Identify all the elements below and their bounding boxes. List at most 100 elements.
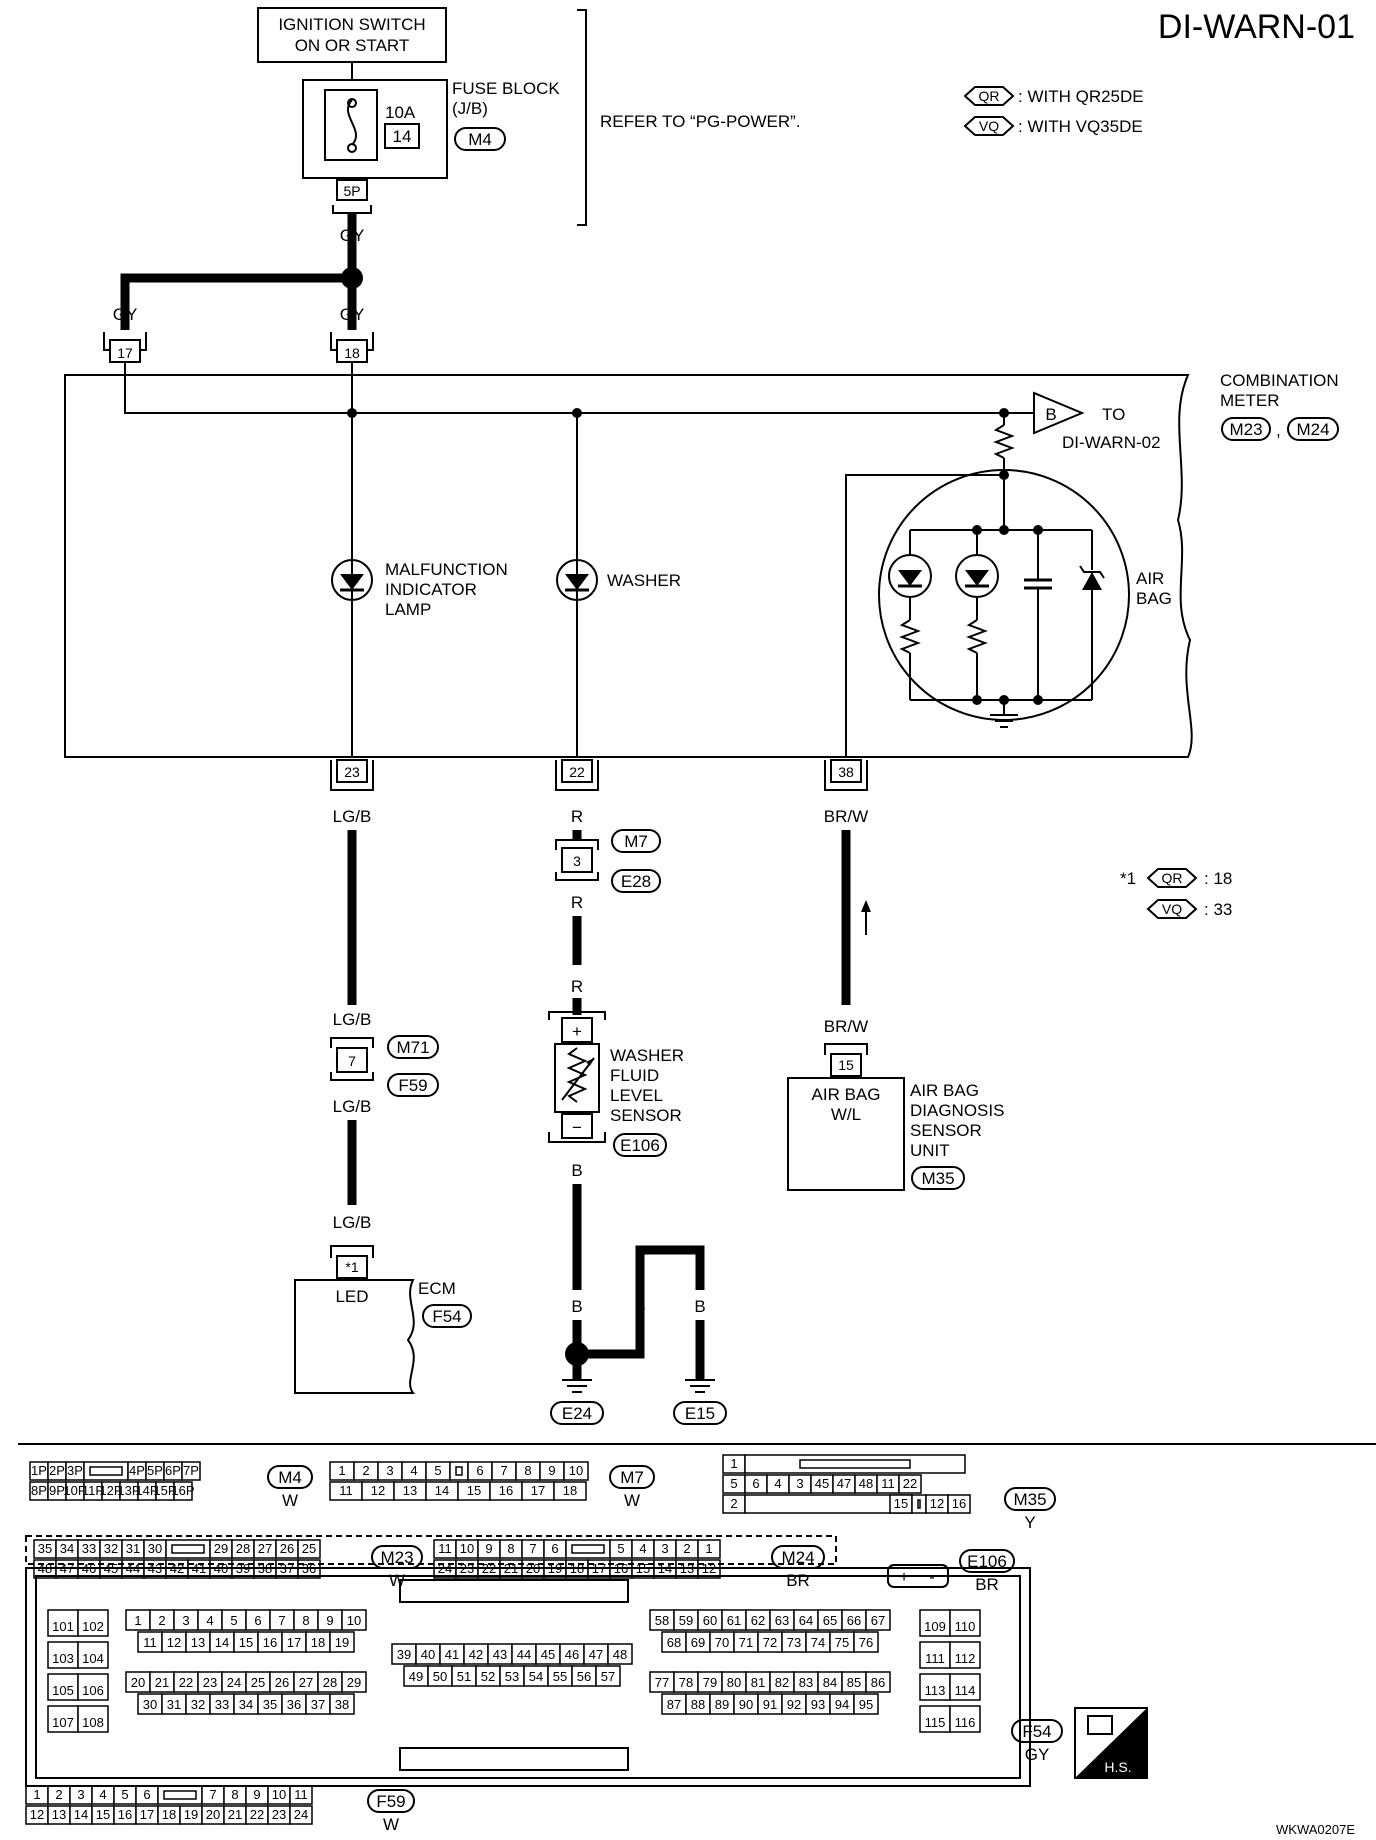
pin-number: 75	[835, 1635, 849, 1650]
m35-name: M35	[1013, 1490, 1046, 1509]
m7-color: W	[624, 1491, 640, 1510]
pin-number: 5	[230, 1613, 237, 1628]
pin-number: 51	[457, 1669, 471, 1684]
pin-number: 5	[121, 1787, 128, 1802]
pin-number: 26	[275, 1675, 289, 1690]
meter-pin-23: 23	[344, 764, 360, 780]
pin-number: 16P	[171, 1483, 194, 1498]
pin-number: 44	[517, 1647, 531, 1662]
note-vq-value: : 33	[1204, 900, 1232, 919]
pin-cell	[173, 1481, 193, 1501]
pin-number: 11	[339, 1483, 353, 1498]
pin-number: 9	[485, 1541, 492, 1556]
pin-number: 1	[134, 1613, 141, 1628]
pin-number: 19	[335, 1635, 349, 1650]
e106-tag	[959, 1549, 1015, 1573]
pin-number: 8	[507, 1541, 514, 1556]
pin-cell	[919, 1641, 951, 1669]
legend-qr-text: : WITH QR25DE	[1018, 87, 1144, 106]
pin-number: 14P	[135, 1483, 158, 1498]
e106-plus: +	[899, 1569, 908, 1586]
pin-number: 11	[143, 1635, 157, 1650]
pin-number: 84	[823, 1675, 837, 1690]
pin-number: 15	[239, 1635, 253, 1650]
pin-number: 27	[299, 1675, 313, 1690]
pin-number: 6	[143, 1787, 150, 1802]
pin-number: 50	[433, 1669, 447, 1684]
pin-number: 59	[679, 1613, 693, 1628]
pin-number: 37	[311, 1697, 325, 1712]
pin-number: 31	[126, 1541, 140, 1556]
pin-number: 4	[639, 1541, 646, 1556]
pin-number: 4	[99, 1787, 106, 1802]
pin-number: 7	[529, 1541, 536, 1556]
pin-cell	[919, 1673, 951, 1701]
pin-number: 9	[253, 1787, 260, 1802]
pin-number: 13	[191, 1635, 205, 1650]
pin-number: 46	[565, 1647, 579, 1662]
pin-cell	[297, 1539, 321, 1559]
pin-number: 22	[250, 1807, 264, 1822]
pin-cell	[341, 1609, 367, 1631]
ecm-box	[294, 1279, 416, 1394]
pin-number: 17	[287, 1635, 301, 1650]
pin-number: 11	[294, 1787, 308, 1802]
pin-number: 91	[763, 1697, 777, 1712]
pin-number: 85	[847, 1675, 861, 1690]
f54-name: F54	[1022, 1722, 1051, 1741]
pin-number: 3	[386, 1463, 393, 1478]
pin-number: 25	[251, 1675, 265, 1690]
pin-number: 83	[799, 1675, 813, 1690]
pin-number: 6	[752, 1476, 759, 1491]
pin-number: 5	[617, 1541, 624, 1556]
pin-number: 66	[847, 1613, 861, 1628]
pin-number: 108	[82, 1715, 104, 1730]
f59-tag	[367, 1789, 415, 1813]
pin-cell	[47, 1673, 79, 1701]
pin-number: 113	[925, 1683, 946, 1698]
pin-number: 14	[215, 1635, 229, 1650]
pin-number: 28	[323, 1675, 337, 1690]
pin-number: 47	[837, 1476, 851, 1491]
pin-cell	[853, 1693, 879, 1715]
ignition-switch-box	[257, 7, 447, 63]
legend-vq-tag: VQ	[979, 118, 999, 134]
pin-number: 21	[228, 1807, 242, 1822]
pin-cell	[595, 1665, 621, 1687]
ignition-switch-label-2: ON OR START	[295, 36, 410, 55]
e106-minus: -	[929, 1569, 934, 1586]
pin-number: 95	[859, 1697, 873, 1712]
pin-number: 5P	[147, 1463, 163, 1478]
pin-number: 15P	[153, 1483, 176, 1498]
airbag-label-2: BAG	[1136, 589, 1172, 608]
pin-number: 90	[739, 1697, 753, 1712]
washer-lamp-icon	[556, 559, 598, 601]
pin-number: 6	[254, 1613, 261, 1628]
pin-number: 43	[493, 1647, 507, 1662]
legend-vq-text: : WITH VQ35DE	[1018, 117, 1143, 136]
note-vq-tag: VQ	[1162, 901, 1182, 917]
pin-number: 1	[730, 1456, 737, 1471]
f54-tag	[1011, 1719, 1063, 1743]
hs-label: H.S.	[1104, 1759, 1131, 1775]
pin-cell	[853, 1631, 879, 1653]
sensor-minus: −	[572, 1118, 582, 1137]
pin-cell	[949, 1609, 981, 1637]
legend: QR : WITH QR25DE VQ : WITH VQ35DE	[963, 86, 1144, 136]
pin-number: 109	[924, 1619, 946, 1634]
m24-color: BR	[786, 1571, 810, 1590]
pin-number: 68	[667, 1635, 681, 1650]
wire-b-4: B	[694, 1297, 705, 1316]
pin-number: 33	[215, 1697, 229, 1712]
pin-number: 70	[715, 1635, 729, 1650]
pin-number: 41	[445, 1647, 459, 1662]
pin-number: 40	[421, 1647, 435, 1662]
pin-number: 9P	[49, 1483, 65, 1498]
to-text: TO	[1102, 405, 1125, 424]
pin-number: 16	[118, 1807, 132, 1822]
pin-cell	[449, 1461, 469, 1481]
pin-number: 104	[82, 1651, 104, 1666]
resistor-icon	[993, 424, 1015, 459]
ecm-led-label: LED	[335, 1287, 368, 1306]
pin-number: 32	[104, 1541, 118, 1556]
